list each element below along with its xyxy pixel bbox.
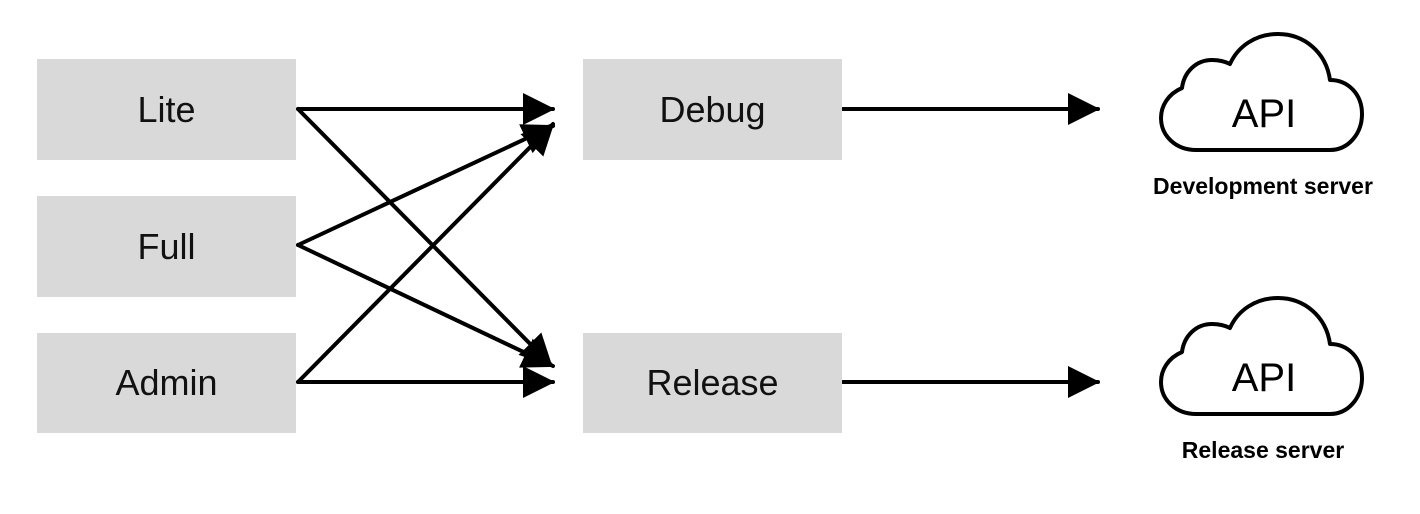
- cloud-api-icon: API: [1159, 296, 1364, 416]
- build-box-debug: Debug: [583, 59, 842, 160]
- variant-box-lite: Lite: [37, 59, 296, 160]
- arrow-admin-debug: [296, 122, 555, 384]
- variant-label-full: Full: [137, 225, 196, 267]
- server-label-release: Release server: [1181, 437, 1345, 463]
- variant-label-admin: Admin: [115, 362, 218, 403]
- arrow-full-debug: [296, 124, 555, 247]
- arrow-lite-release: [296, 107, 553, 367]
- build-box-release: Release: [583, 333, 842, 433]
- cloud-api-text: API: [1232, 92, 1296, 136]
- variant-box-admin: Admin: [37, 333, 296, 433]
- cloud-api-text: API: [1232, 356, 1296, 400]
- arrow-full-release: [296, 243, 555, 368]
- variant-box-full: Full: [37, 196, 296, 297]
- variant-label-lite: Lite: [137, 88, 196, 130]
- build-label-release: Release: [646, 362, 779, 403]
- cloud-api-icon: API: [1159, 32, 1364, 152]
- server-label-development: Development server: [1153, 173, 1373, 199]
- build-label-debug: Debug: [659, 88, 766, 130]
